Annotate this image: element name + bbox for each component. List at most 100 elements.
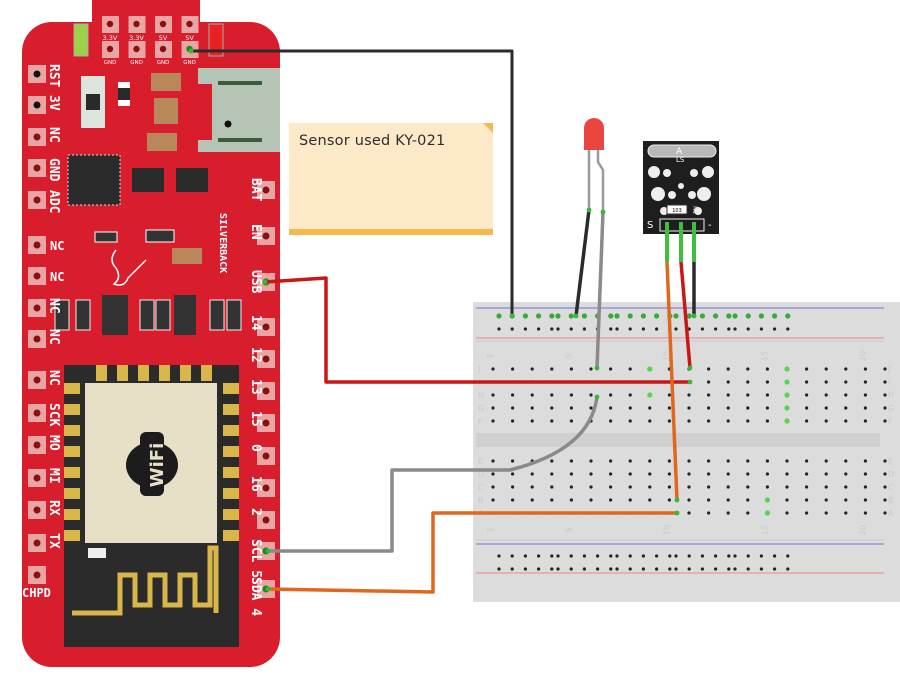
rail-hole[interactable] <box>687 554 691 558</box>
scl-wire[interactable] <box>268 396 599 553</box>
terminal-hole[interactable] <box>765 472 770 476</box>
led-gnd-wire[interactable] <box>574 209 591 317</box>
terminal-hole[interactable] <box>589 498 593 502</box>
terminal-hole[interactable] <box>746 367 750 371</box>
terminal-hole[interactable] <box>569 367 574 371</box>
rail-hole[interactable] <box>772 313 778 319</box>
terminal-hole[interactable] <box>863 472 868 476</box>
terminal-hole[interactable] <box>648 419 652 423</box>
terminal-hole[interactable] <box>667 485 672 489</box>
terminal-hole[interactable] <box>883 459 887 463</box>
terminal-hole[interactable] <box>707 380 711 384</box>
rail-hole[interactable] <box>786 567 790 571</box>
terminal-hole[interactable] <box>765 419 770 423</box>
rail-hole[interactable] <box>733 567 737 571</box>
rail-hole[interactable] <box>537 554 541 558</box>
rail-hole[interactable] <box>550 327 554 331</box>
terminal-hole[interactable] <box>628 459 632 463</box>
rail-hole[interactable] <box>510 327 514 331</box>
rail-hole[interactable] <box>746 554 750 558</box>
terminal-hole[interactable] <box>824 367 828 371</box>
rail-hole[interactable] <box>727 567 731 571</box>
terminal-hole[interactable] <box>609 459 613 463</box>
rail-hole[interactable] <box>582 567 587 571</box>
terminal-hole[interactable] <box>863 485 868 489</box>
terminal-hole[interactable] <box>844 485 848 489</box>
terminal-hole[interactable] <box>648 485 652 489</box>
terminal-hole[interactable] <box>628 393 632 397</box>
terminal-hole[interactable] <box>784 418 790 424</box>
terminal-hole[interactable] <box>726 380 730 384</box>
terminal-hole[interactable] <box>883 511 887 515</box>
terminal-hole[interactable] <box>883 393 887 397</box>
terminal-hole[interactable] <box>628 472 632 476</box>
rail-hole[interactable] <box>654 313 660 319</box>
rail-hole[interactable] <box>537 327 541 331</box>
rail-hole[interactable] <box>608 313 614 319</box>
terminal-hole[interactable] <box>667 472 672 476</box>
terminal-hole[interactable] <box>550 485 554 489</box>
rail-hole[interactable] <box>523 327 528 331</box>
rail-hole[interactable] <box>674 327 678 331</box>
terminal-hole[interactable] <box>785 498 789 502</box>
terminal-hole[interactable] <box>726 511 730 515</box>
terminal-hole[interactable] <box>491 406 495 410</box>
terminal-hole[interactable] <box>844 393 848 397</box>
terminal-hole[interactable] <box>805 511 809 515</box>
rail-hole[interactable] <box>549 313 555 319</box>
terminal-hole[interactable] <box>844 498 848 502</box>
rail-hole[interactable] <box>628 327 632 331</box>
terminal-hole[interactable] <box>648 472 652 476</box>
terminal-hole[interactable] <box>824 419 828 423</box>
rail-hole[interactable] <box>609 327 613 331</box>
terminal-hole[interactable] <box>785 485 789 489</box>
terminal-hole[interactable] <box>824 459 828 463</box>
terminal-hole[interactable] <box>589 472 593 476</box>
rail-hole[interactable] <box>727 327 731 331</box>
terminal-hole[interactable] <box>589 367 593 371</box>
terminal-hole[interactable] <box>510 419 515 423</box>
terminal-hole[interactable] <box>844 511 848 515</box>
terminal-hole[interactable] <box>491 393 495 397</box>
rail-hole[interactable] <box>569 554 573 558</box>
rail-hole[interactable] <box>497 567 501 571</box>
terminal-hole[interactable] <box>726 459 730 463</box>
rail-hole[interactable] <box>714 567 718 571</box>
terminal-hole[interactable] <box>589 485 593 489</box>
terminal-hole[interactable] <box>707 406 711 410</box>
rail-hole[interactable] <box>550 554 554 558</box>
terminal-hole[interactable] <box>491 485 495 489</box>
rail-hole[interactable] <box>556 567 560 571</box>
terminal-hole[interactable] <box>805 367 809 371</box>
terminal-hole[interactable] <box>765 459 770 463</box>
terminal-hole[interactable] <box>726 406 730 410</box>
terminal-hole[interactable] <box>784 379 790 385</box>
terminal-hole[interactable] <box>667 498 672 502</box>
rail-hole[interactable] <box>745 313 751 319</box>
rail-hole[interactable] <box>668 567 672 571</box>
terminal-hole[interactable] <box>647 392 653 398</box>
terminal-hole[interactable] <box>707 472 711 476</box>
terminal-hole[interactable] <box>687 393 691 397</box>
terminal-hole[interactable] <box>609 472 613 476</box>
rail-hole[interactable] <box>614 313 620 319</box>
terminal-hole[interactable] <box>491 367 495 371</box>
terminal-hole[interactable] <box>726 367 730 371</box>
rail-hole[interactable] <box>522 313 529 319</box>
sensor-vcc-wire[interactable] <box>679 261 692 369</box>
rail-hole[interactable] <box>759 554 764 558</box>
rail-hole[interactable] <box>640 313 647 319</box>
terminal-hole[interactable] <box>765 406 770 410</box>
rail-hole[interactable] <box>641 567 646 571</box>
terminal-hole[interactable] <box>550 406 554 410</box>
terminal-hole[interactable] <box>765 367 770 371</box>
terminal-hole[interactable] <box>510 485 515 489</box>
terminal-hole[interactable] <box>628 419 632 423</box>
rail-hole[interactable] <box>582 327 587 331</box>
terminal-hole[interactable] <box>510 498 515 502</box>
rail-hole[interactable] <box>496 313 502 319</box>
led-anode-wire[interactable] <box>595 211 605 369</box>
terminal-hole[interactable] <box>824 485 828 489</box>
terminal-hole[interactable] <box>569 419 574 423</box>
terminal-hole[interactable] <box>569 485 574 489</box>
